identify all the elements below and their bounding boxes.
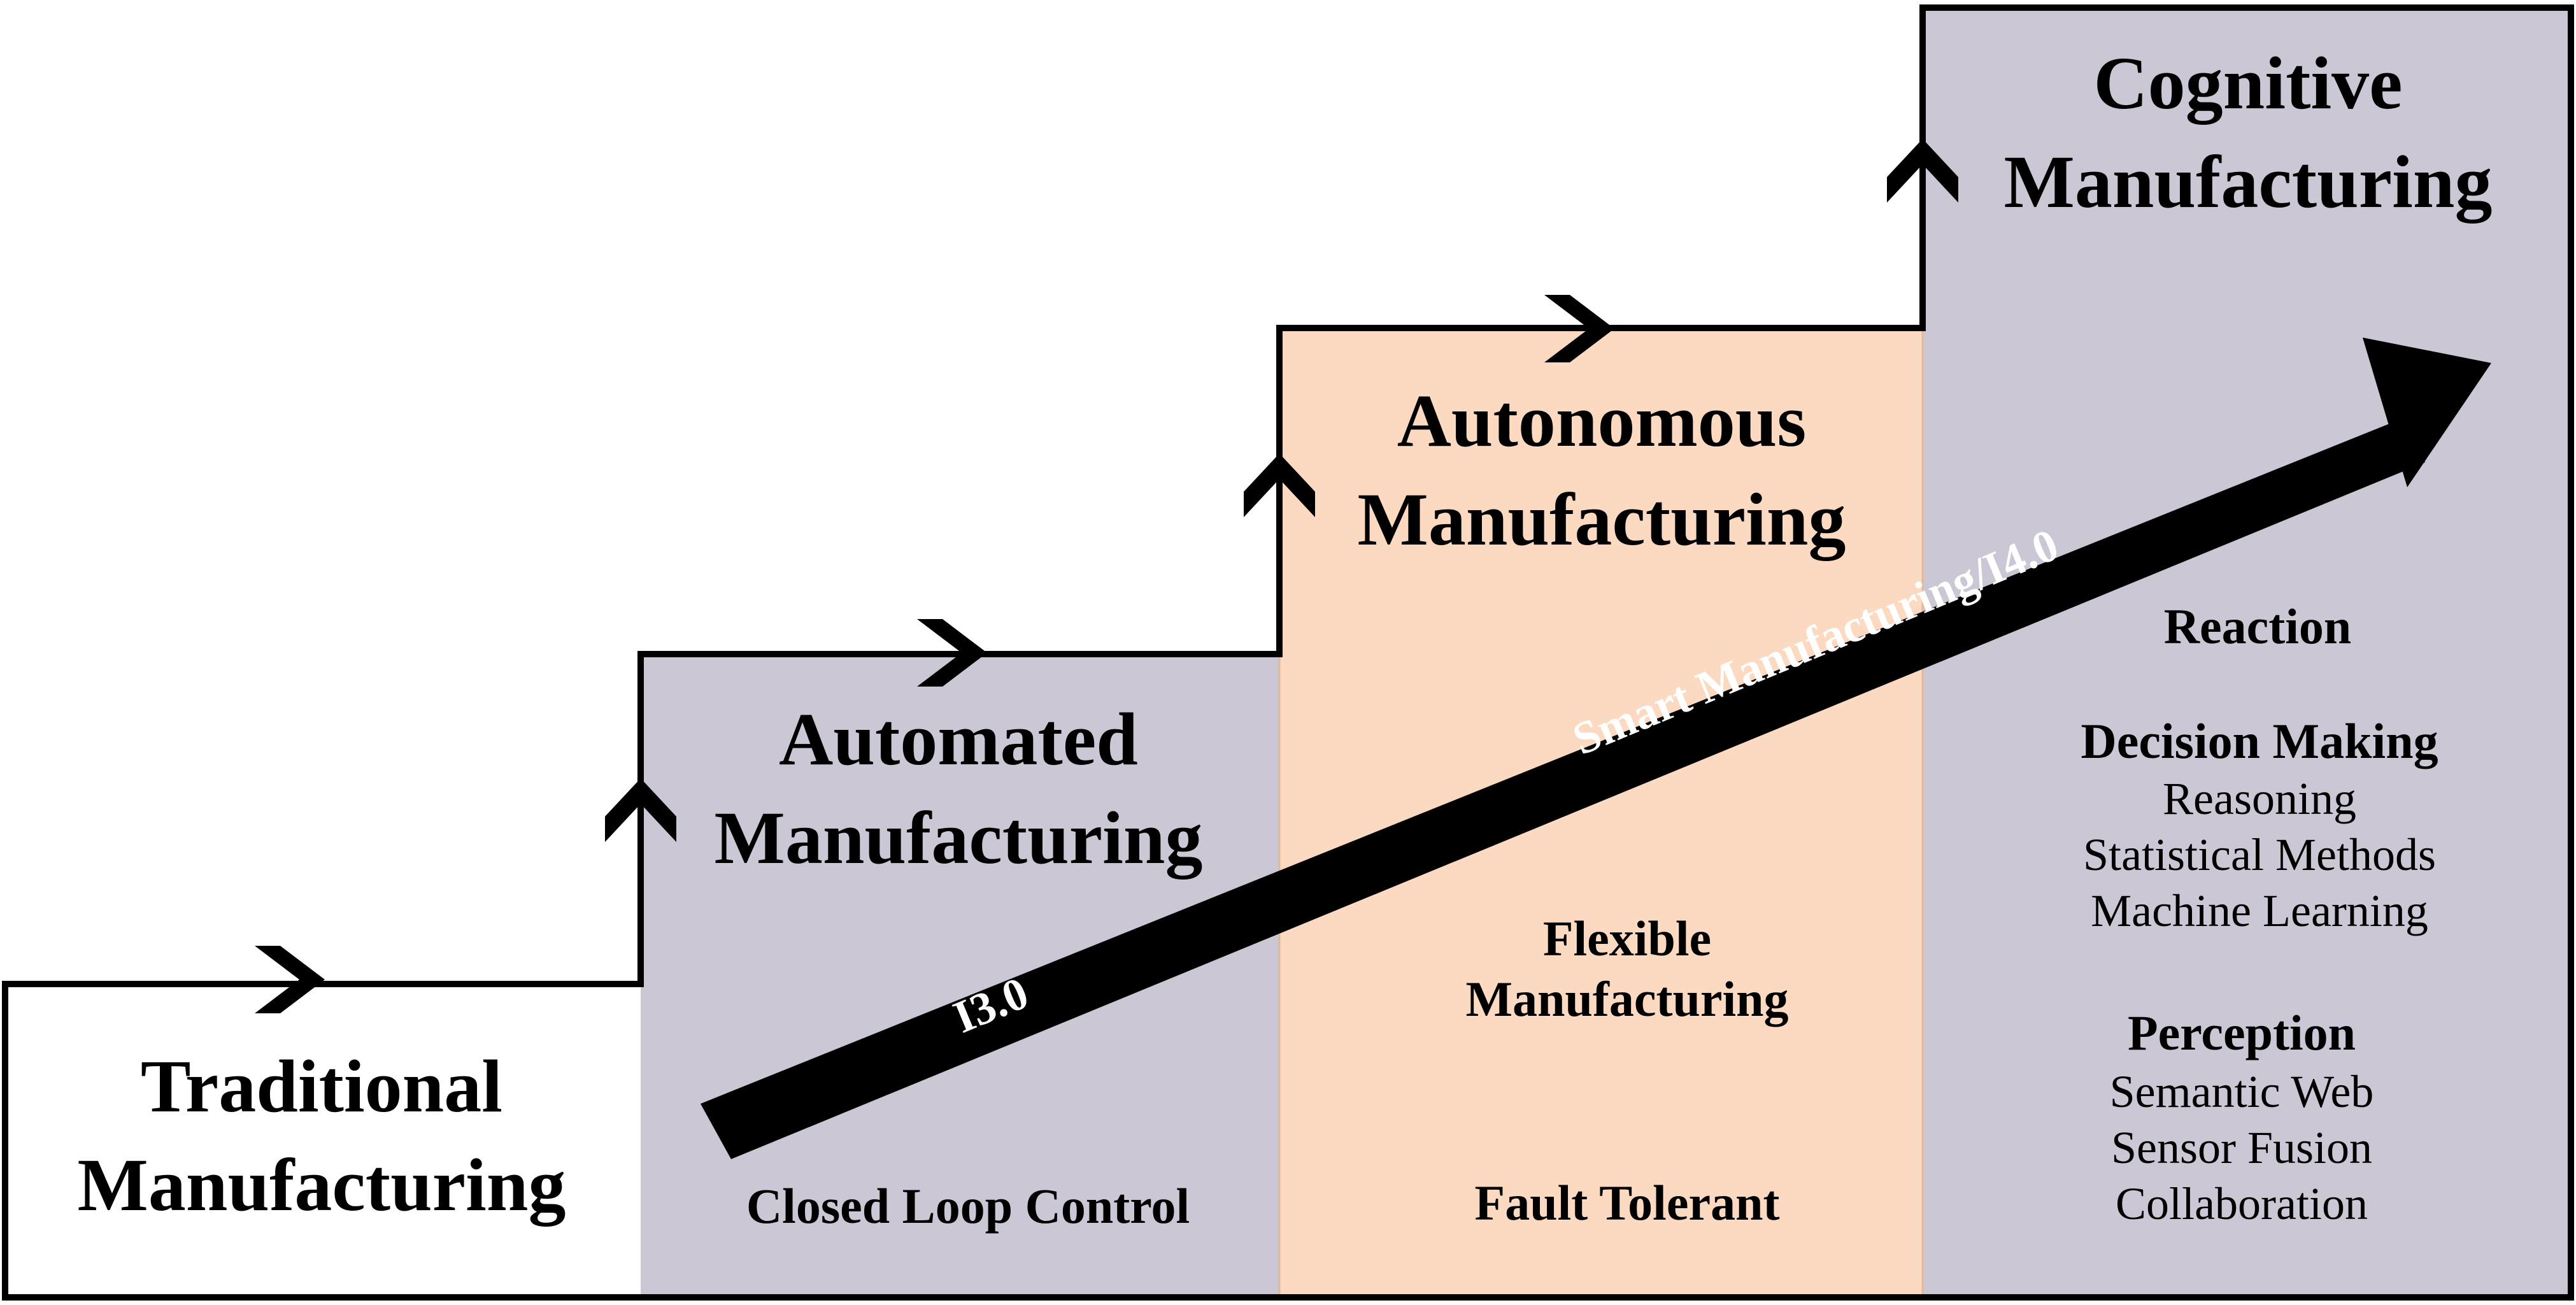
- capability-decision-making: Decision Making: [2081, 713, 2438, 769]
- chevron-up-icon: [1887, 139, 1958, 203]
- stage-item-fault-tolerant: Fault Tolerant: [1475, 1175, 1780, 1230]
- stage-title-traditional-line1: Traditional: [141, 1045, 502, 1128]
- smart-manufacturing-arrow: [701, 338, 2491, 1159]
- stage-panel-autonomous: [1279, 328, 1923, 1297]
- staircase-outline: [2, 4, 2574, 1301]
- stage-item-flexible-manufacturing: Manufacturing: [1466, 971, 1789, 1027]
- arrow-shaft: [701, 419, 2425, 1159]
- stage-title-automated-line1: Automated: [779, 697, 1138, 781]
- capability-item-semantic-web: Semantic Web: [2110, 1066, 2374, 1117]
- stage-item-closed-loop-control: Closed Loop Control: [746, 1178, 1190, 1234]
- capability-item-machine-learning: Machine Learning: [2091, 885, 2428, 936]
- chevron-right-icon: [255, 946, 325, 1013]
- stage-panel-cognitive: [1923, 8, 2571, 1297]
- stage-title-automated-line2: Manufacturing: [715, 796, 1203, 880]
- capability-reaction: Reaction: [2164, 599, 2352, 654]
- stage-title-autonomous-line1: Autonomous: [1397, 379, 1807, 462]
- chevron-right-icon: [917, 619, 987, 687]
- chevron-up-icon: [1244, 453, 1315, 517]
- chevron-up-icon: [605, 778, 676, 842]
- stage-title-cognitive-line1: Cognitive: [2093, 41, 2402, 125]
- capability-item-collaboration: Collaboration: [2116, 1178, 2368, 1229]
- capability-item-reasoning: Reasoning: [2163, 773, 2356, 824]
- stage-title-traditional-line2: Manufacturing: [78, 1143, 566, 1227]
- arrow-head: [2363, 338, 2491, 487]
- chevron-right-icon: [1544, 295, 1614, 362]
- capability-perception: Perception: [2128, 1005, 2356, 1060]
- stage-title-autonomous-line2: Manufacturing: [1358, 478, 1846, 561]
- stage-title-cognitive-line2: Manufacturing: [2004, 140, 2493, 224]
- capability-item-statistical-methods: Statistical Methods: [2083, 829, 2436, 880]
- stage-panel-traditional: [5, 984, 641, 1297]
- stage-item-flexible: Flexible: [1543, 911, 1711, 966]
- capability-item-sensor-fusion: Sensor Fusion: [2111, 1122, 2372, 1173]
